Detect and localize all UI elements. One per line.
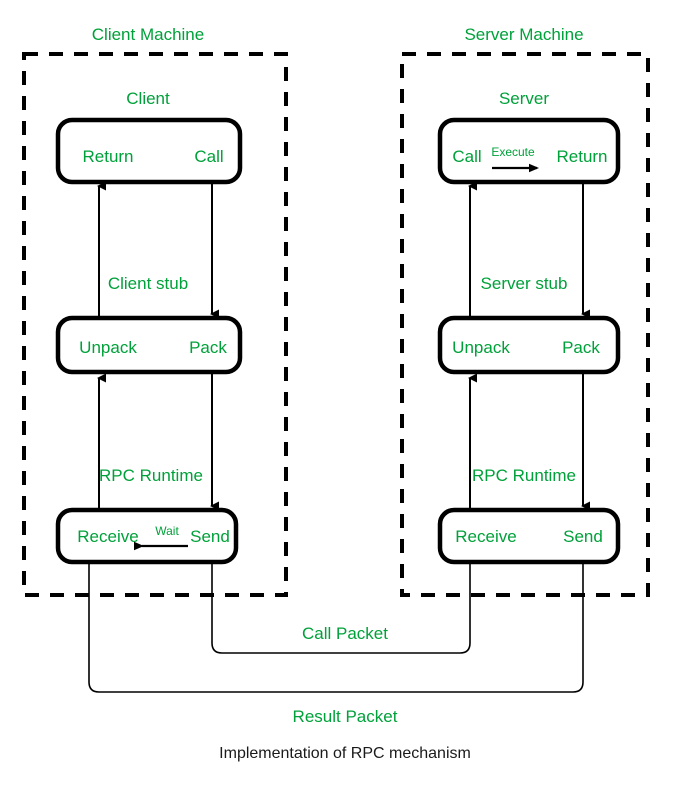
client-layer-box xyxy=(55,117,243,185)
client-wait-label: Wait xyxy=(155,524,179,538)
server-call-label: Call xyxy=(452,147,481,166)
client-stub-box xyxy=(55,315,243,375)
server-pack-label: Pack xyxy=(562,338,600,357)
client-stub-title: Client stub xyxy=(108,274,188,293)
client-machine-frame xyxy=(22,52,288,597)
client-send-label: Send xyxy=(190,527,230,546)
server-machine-frame xyxy=(400,52,650,597)
server-runtime-box xyxy=(437,507,621,565)
client-pack-label: Pack xyxy=(189,338,227,357)
server-return-label: Return xyxy=(556,147,607,166)
diagram-caption: Implementation of RPC mechanism xyxy=(219,745,471,762)
client-machine-title: Client Machine xyxy=(92,25,204,44)
server-send-label: Send xyxy=(563,527,603,546)
call-packet-route xyxy=(211,562,471,654)
client-unpack-label: Unpack xyxy=(79,338,137,357)
server-layer-box xyxy=(437,117,621,185)
client-layer-title: Client xyxy=(126,89,170,108)
server-layer-title: Server xyxy=(499,89,549,108)
server-runtime-title: RPC Runtime xyxy=(472,466,576,485)
client-call-label: Call xyxy=(194,147,223,166)
client-receive-label: Receive xyxy=(77,527,138,546)
client-runtime-box xyxy=(55,507,239,565)
client-runtime-title: RPC Runtime xyxy=(99,466,203,485)
call-packet-label: Call Packet xyxy=(302,624,388,643)
server-unpack-label: Unpack xyxy=(452,338,510,357)
result-packet-route xyxy=(88,562,584,693)
client-return-label: Return xyxy=(82,147,133,166)
server-stub-title: Server stub xyxy=(481,274,568,293)
result-packet-label: Result Packet xyxy=(293,707,398,726)
server-receive-label: Receive xyxy=(455,527,516,546)
server-machine-title: Server Machine xyxy=(464,25,583,44)
server-execute-label: Execute xyxy=(491,145,535,159)
server-stub-box xyxy=(437,315,621,375)
